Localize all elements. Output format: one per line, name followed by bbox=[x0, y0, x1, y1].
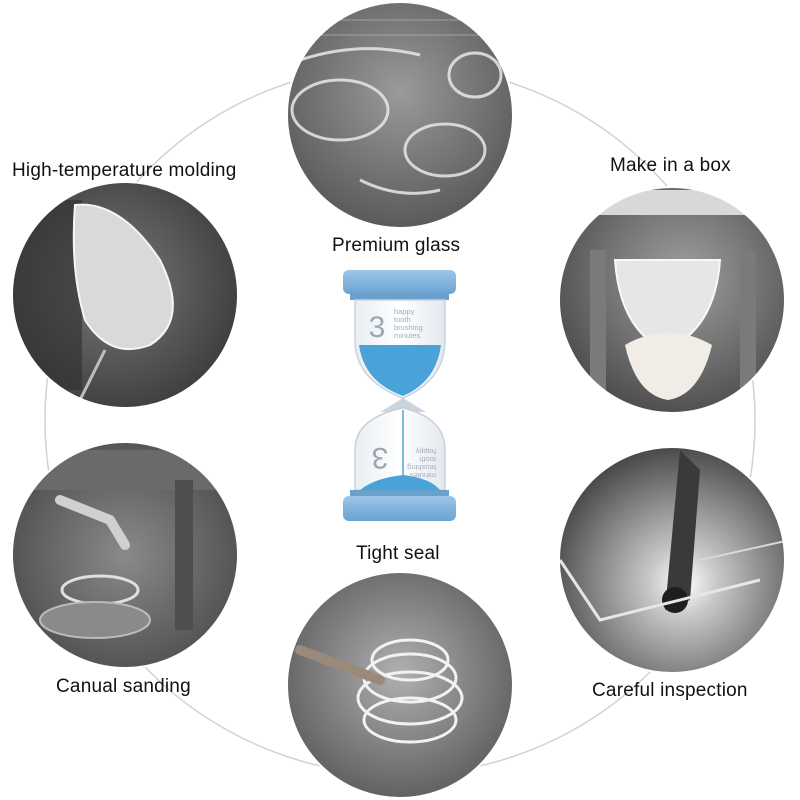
label-make-in-a-box: Make in a box bbox=[610, 155, 731, 176]
hourglass-bottom-sand bbox=[360, 475, 440, 490]
hourglass-bottom-number: 3 bbox=[372, 441, 389, 474]
hourglass-top-text-4: minutes bbox=[394, 331, 421, 340]
sanding-photo bbox=[12, 442, 238, 668]
inspection-photo bbox=[559, 447, 785, 673]
label-premium-glass: Premium glass bbox=[332, 235, 461, 256]
label-careful-inspection: Careful inspection bbox=[592, 680, 748, 701]
hourglass: 3 happy tooth brushing minutes 3 minutes… bbox=[343, 270, 456, 521]
tight-seal-photo bbox=[287, 572, 513, 798]
label-tight-seal: Tight seal bbox=[356, 543, 440, 564]
label-high-temperature-molding: High-temperature molding bbox=[12, 160, 237, 181]
hourglass-bottom-text-3: tooth bbox=[419, 455, 436, 464]
hourglass-top-number: 3 bbox=[369, 311, 386, 344]
make-in-a-box-photo bbox=[559, 187, 785, 413]
hourglass-bottom-cap bbox=[343, 496, 456, 521]
hourglass-bottom-text-1: minutes bbox=[409, 471, 436, 480]
hourglass-top-text-1: happy bbox=[394, 307, 415, 316]
hourglass-top-text-3: brushing bbox=[394, 323, 423, 332]
hourglass-bottom-text-2: brushing bbox=[407, 463, 436, 472]
molding-photo bbox=[12, 182, 238, 408]
premium-glass-photo bbox=[287, 2, 513, 228]
hourglass-top-sand bbox=[359, 345, 441, 396]
hourglass-top-text-2: tooth bbox=[394, 315, 411, 324]
hourglass-top-cap bbox=[343, 270, 456, 294]
label-canual-sanding: Canual sanding bbox=[56, 676, 191, 697]
hourglass-bottom-text-4: happy bbox=[415, 447, 436, 456]
